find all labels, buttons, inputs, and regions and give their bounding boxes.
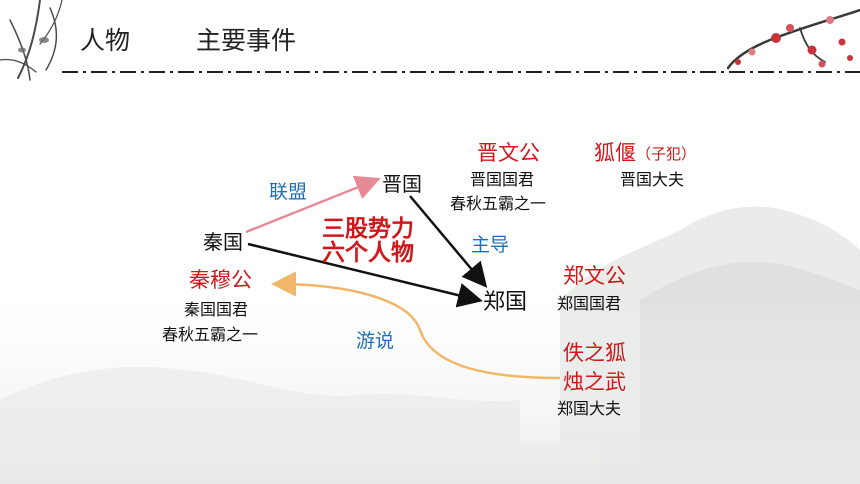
center-label-line2: 六个人物 <box>322 240 414 266</box>
mountain-art <box>0 206 860 484</box>
person-hu-yan-name: 狐偃 <box>594 141 636 165</box>
person-jin-wen-gong-name: 晋文公 <box>477 141 540 165</box>
orchid-flower <box>18 37 49 53</box>
edge-label-lead: 主导 <box>471 234 510 256</box>
arrow-lobby <box>271 271 561 380</box>
person-zheng-wen-gong-desc1: 郑国国君 <box>557 294 622 313</box>
arrow-qin-to-zheng <box>247 242 483 308</box>
edge-label-lobby: 游说 <box>356 330 395 352</box>
header-person-label: 人物 <box>80 26 131 55</box>
node-jin: 晋国 <box>382 172 422 196</box>
person-qin-mu-gong-desc2: 春秋五霸之一 <box>162 325 259 344</box>
header-event-label: 主要事件 <box>196 26 297 55</box>
edge-label-alliance: 联盟 <box>269 181 308 203</box>
person-jin-wen-gong-desc2: 春秋五霸之一 <box>450 194 547 213</box>
plum-blossom-art <box>726 8 860 70</box>
arrow-jin-to-zheng <box>409 195 488 288</box>
person-yi-zhi-hu-name: 佚之狐 <box>563 341 626 365</box>
person-hu-yan-desc1: 晋国大夫 <box>620 170 685 189</box>
person-qin-mu-gong-desc1: 秦国国君 <box>184 300 249 319</box>
person-zhu-zhi-wu-desc1: 郑国大夫 <box>557 399 622 418</box>
node-qin: 秦国 <box>203 230 243 254</box>
center-label-line1: 三股势力 <box>322 216 414 242</box>
orchid-art <box>0 0 63 81</box>
person-jin-wen-gong-desc1: 晋国国君 <box>470 170 535 189</box>
person-hu-yan-note: （子犯） <box>636 145 697 163</box>
arrow-qin-to-jin <box>245 175 381 234</box>
person-qin-mu-gong-name: 秦穆公 <box>189 268 252 292</box>
node-zheng: 郑国 <box>483 290 528 315</box>
person-zheng-wen-gong-name: 郑文公 <box>563 264 626 288</box>
person-zhu-zhi-wu-name: 烛之武 <box>563 370 626 394</box>
